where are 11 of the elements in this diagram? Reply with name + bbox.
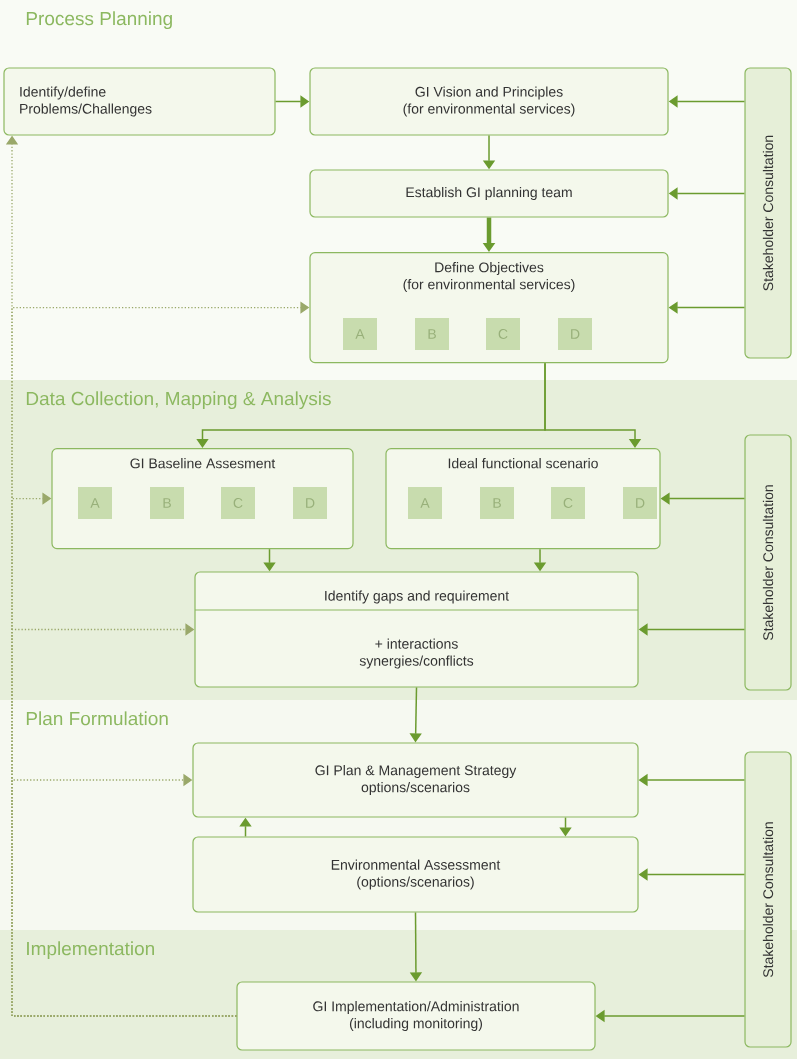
process-box: Establish GI planning team	[309, 169, 669, 218]
process-box: Identify gaps and requirement + interactions synergies/conflicts	[194, 571, 639, 688]
arrow	[544, 362, 642, 448]
side-bar: Stakeholder Consultation	[744, 67, 792, 359]
side-bar: Stakeholder Consultation	[744, 434, 792, 691]
process-box: Identify/define Problems/Challenges	[3, 67, 276, 136]
process-box: Environmental Assessment (options/scenarios)	[192, 836, 639, 913]
side-bar: Stakeholder Consultation	[744, 751, 792, 1048]
process-box: GI Vision and Principles (for environmental services)	[309, 67, 669, 136]
process-box: GI Implementation/Administration (including monitoring)	[236, 981, 596, 1051]
process-box: GI Plan & Management Strategy options/scenarios	[192, 742, 639, 818]
